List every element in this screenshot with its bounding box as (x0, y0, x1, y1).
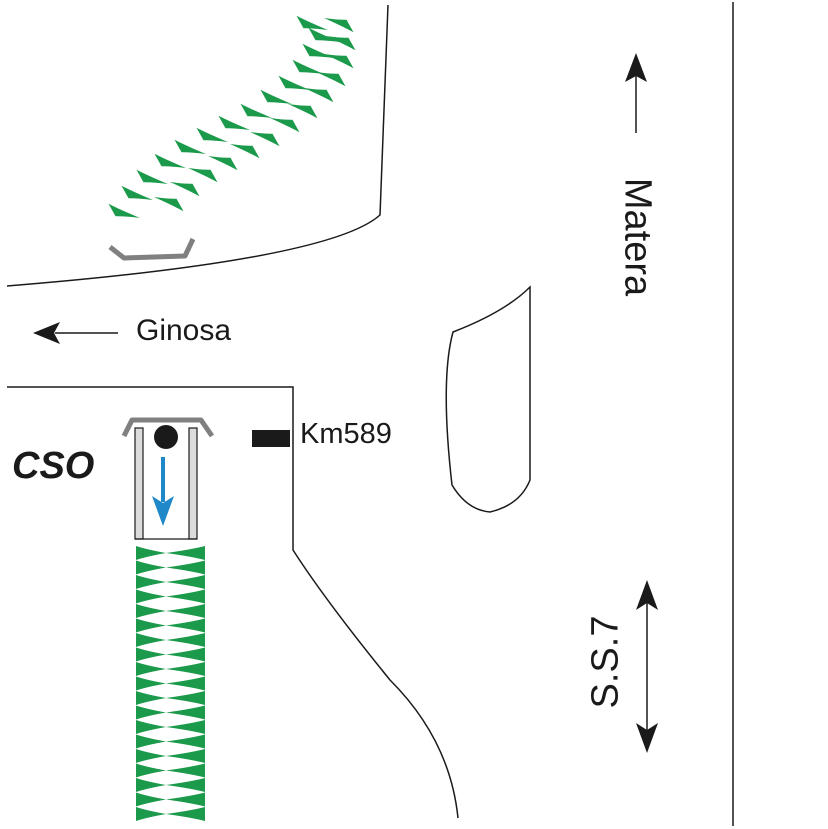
vegetation-triangle-icon (166, 691, 205, 705)
vegetation-triangle-icon (166, 647, 205, 662)
vegetation-triangle-icon (166, 676, 205, 691)
vegetation-triangle-icon (196, 127, 228, 142)
road-edge-north (6, 4, 389, 287)
flow-arrow-icon (152, 457, 174, 526)
vegetation-triangle-icon (326, 36, 356, 51)
vegetation-triangle-icon (260, 89, 292, 104)
km-label: Km589 (300, 418, 392, 450)
vegetation-triangle-icon (166, 604, 205, 618)
vegetation-triangle-icon (154, 153, 186, 168)
vegetation-triangle-icon (121, 185, 153, 200)
matera-arrow-icon (625, 53, 647, 133)
vegetation-triangle-icon (324, 54, 354, 69)
vegetation-triangle-icon (166, 575, 205, 589)
vegetation-triangle-icon (136, 589, 166, 604)
vegetation-triangle-icon (136, 778, 166, 792)
vegetation-triangle-icon (166, 589, 205, 604)
vegetation-triangle-icon (136, 647, 166, 662)
vegetation-triangle-icon (136, 169, 168, 184)
vegetation-triangle-icon (136, 807, 166, 821)
vegetation-triangle-icon (166, 633, 205, 647)
vegetation-triangle-icon (166, 720, 205, 734)
vegetation-triangle-icon (136, 662, 166, 676)
ss7-double-arrow-icon (636, 580, 658, 753)
vegetation-triangle-icon (250, 132, 280, 147)
vegetation-triangle-icon (136, 560, 166, 575)
cso-label: CSO (12, 445, 95, 487)
vegetation-triangle-icon (166, 749, 205, 763)
vegetation-triangle-icon (218, 115, 250, 130)
vegetation-triangle-icon (278, 75, 310, 90)
ss7-label: S.S.7 (584, 615, 627, 709)
vegetation-triangle-icon (136, 720, 166, 734)
vegetation-triangle-icon (230, 144, 260, 159)
vegetation-triangle-icon (316, 72, 346, 87)
vegetation-triangle-icon (108, 203, 140, 218)
vegetation-triangle-icon (208, 156, 238, 171)
vegetation-triangle-icon (166, 807, 205, 821)
vegetation-triangle-icon (302, 43, 334, 58)
cso-station-icon (121, 417, 215, 540)
vegetation-triangle-icon (166, 662, 205, 676)
vegetation-triangle-icon (170, 182, 200, 197)
vegetation-triangle-icon (136, 749, 166, 763)
matera-label: Matera (616, 177, 659, 297)
km-marker-icon (252, 430, 290, 447)
north-structure-icon (108, 237, 196, 261)
vegetation-triangle-icon (136, 546, 166, 560)
vegetation-triangle-icon (136, 792, 166, 807)
vegetation-triangle-icon (136, 604, 166, 618)
vegetation-triangle-icon (304, 88, 334, 103)
vegetation-triangle-icon (136, 734, 166, 749)
road-edge-south (7, 386, 459, 819)
vegetation-triangle-icon (166, 734, 205, 749)
vegetation-triangle-icon (292, 59, 324, 74)
vegetation-triangle-icon (270, 118, 300, 133)
vegetation-triangle-icon (166, 560, 205, 575)
vegetation-triangle-icon (174, 139, 206, 154)
vegetation-triangle-icon (166, 546, 205, 560)
vegetation-triangle-icon (136, 575, 166, 589)
vegetation-triangle-icon (136, 691, 166, 705)
vegetation-triangle-icon (166, 705, 205, 720)
vegetation-south (136, 546, 205, 821)
vegetation-triangle-icon (166, 618, 205, 633)
vegetation-north (108, 15, 356, 218)
station-dot-icon (154, 425, 178, 449)
vegetation-triangle-icon (136, 705, 166, 720)
vegetation-triangle-icon (154, 197, 184, 212)
vegetation-triangle-icon (166, 778, 205, 792)
vegetation-triangle-icon (308, 27, 340, 42)
ginosa-label: Ginosa (136, 314, 232, 347)
vegetation-triangle-icon (136, 618, 166, 633)
vegetation-triangle-icon (166, 763, 205, 778)
vegetation-triangle-icon (288, 104, 318, 119)
vegetation-triangle-icon (136, 676, 166, 691)
vegetation-triangle-icon (166, 792, 205, 807)
vegetation-triangle-icon (136, 633, 166, 647)
vegetation-triangle-icon (324, 18, 354, 33)
vegetation-triangle-icon (188, 168, 218, 183)
traffic-island (445, 285, 531, 513)
ginosa-arrow-icon (33, 322, 118, 344)
vegetation-triangle-icon (296, 15, 328, 30)
vegetation-triangle-icon (136, 763, 166, 778)
vegetation-triangle-icon (240, 103, 272, 118)
